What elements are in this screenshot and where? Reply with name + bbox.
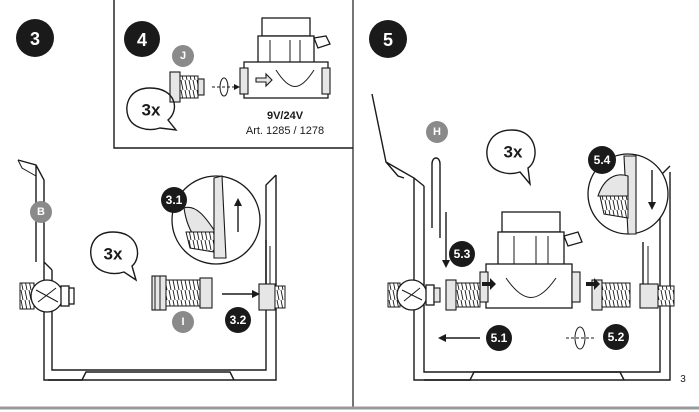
step-4-number: 4 — [137, 30, 147, 50]
part-h-label: H — [433, 126, 441, 138]
quantity-step4: 3x — [142, 101, 161, 120]
solenoid-valve-5 — [479, 211, 600, 309]
step-4-panel: 4 J 3x 9V/24V Art. 1285 / 1278 — [124, 17, 331, 137]
step-5-number: 5 — [383, 30, 393, 50]
adapter-left — [445, 279, 457, 311]
adapter-part-j — [169, 71, 205, 103]
step-5-1-badge — [486, 325, 512, 351]
step-3-2-number: 3.2 — [230, 313, 247, 327]
valve-box-wall-5 — [371, 93, 671, 381]
step-5-1-number: 5.1 — [491, 331, 508, 345]
part-j-label: J — [180, 50, 186, 62]
quantity-bubble-step4 — [126, 87, 178, 131]
right-wall-fitting — [258, 240, 286, 311]
article-label: Art. 1285 / 1278 — [246, 125, 324, 137]
step-5-4-number: 5.4 — [594, 153, 611, 167]
step-5-2-badge — [603, 324, 629, 350]
detail-zoom-5-4 — [587, 153, 669, 235]
step-3-2-badge — [225, 307, 251, 333]
adapter-part-i — [151, 275, 213, 311]
step-3-1-number: 3.1 — [166, 193, 183, 207]
part-h-badge — [426, 121, 448, 143]
clip-part-h — [431, 157, 441, 238]
quantity-step3: 3x — [104, 245, 123, 264]
solenoid-valve — [239, 17, 331, 99]
quantity-step5: 3x — [504, 143, 523, 162]
left-valve-fitting — [19, 279, 75, 313]
step-4-badge — [124, 21, 160, 57]
part-b-label: B — [37, 206, 45, 218]
page-number: 3 — [680, 374, 686, 385]
step-5-2-number: 5.2 — [608, 330, 625, 344]
quantity-bubble-step3 — [90, 231, 139, 282]
part-j-badge — [172, 45, 194, 67]
step-3-number: 3 — [30, 29, 40, 49]
step-5-4-badge — [588, 146, 616, 174]
left-valve-fitting-5 — [387, 279, 441, 311]
step-5-badge — [369, 20, 407, 58]
step-5-panel: 5 H — [369, 20, 686, 385]
step-3-1-badge — [161, 187, 187, 213]
part-b-badge — [30, 201, 52, 223]
step-5-3-number: 5.3 — [454, 247, 471, 261]
detail-zoom-3-1 — [171, 175, 261, 265]
step-3-badge — [16, 19, 54, 57]
step-3-panel: 3 B I — [16, 19, 286, 381]
quantity-bubble-step5 — [486, 129, 536, 187]
part-i-badge — [172, 311, 194, 333]
voltage-label: 9V/24V — [267, 110, 304, 122]
step-5-3-badge — [449, 241, 475, 267]
part-i-label: I — [181, 316, 184, 328]
